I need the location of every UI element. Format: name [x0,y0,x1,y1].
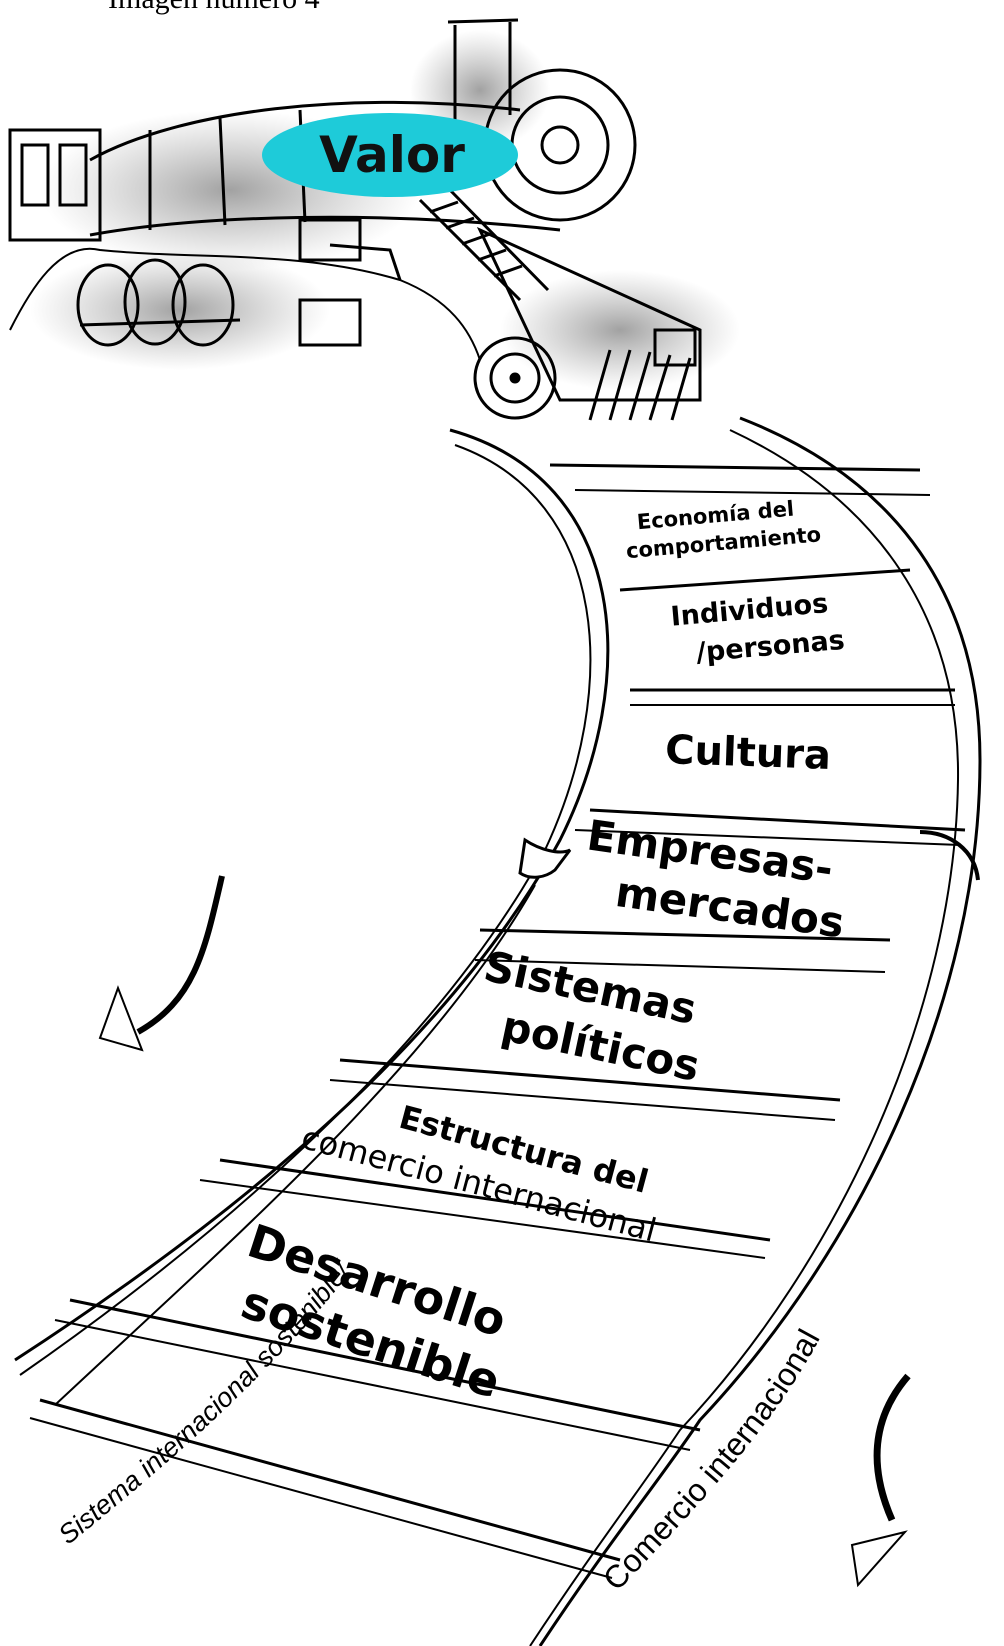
steam-locomotive-icon [8,18,740,421]
valor-badge-label: Valor [319,126,465,184]
tie-label-individuos: Individuos /personas [669,587,845,671]
right-rail-label: Comercio internacional [596,1323,827,1597]
valor-badge-ellipse [262,113,518,197]
valor-badge: Valor [262,113,518,197]
tie-label-sistemas: Sistemas políticos [468,941,715,1091]
arrow-down-right-icon [850,1373,911,1588]
arrow-down-left-icon [98,875,225,1052]
tie-label-desarrollo: Desarrollo sostenible [223,1214,528,1410]
track-ties [29,463,966,1579]
tie-label-economia: Economía del comportamiento [623,494,822,563]
railway-track [14,416,982,1646]
image-caption: Imagen número 4 [108,0,320,16]
tie-label-empresas: Empresas- mercados [577,810,855,947]
left-rail-label: Sistema internacional sostenible/ [53,1254,358,1550]
tie-label-cultura: Cultura [664,727,831,779]
right-rail [538,416,982,1646]
tie-labels: Economía del comportamiento Individuos /… [223,494,855,1410]
